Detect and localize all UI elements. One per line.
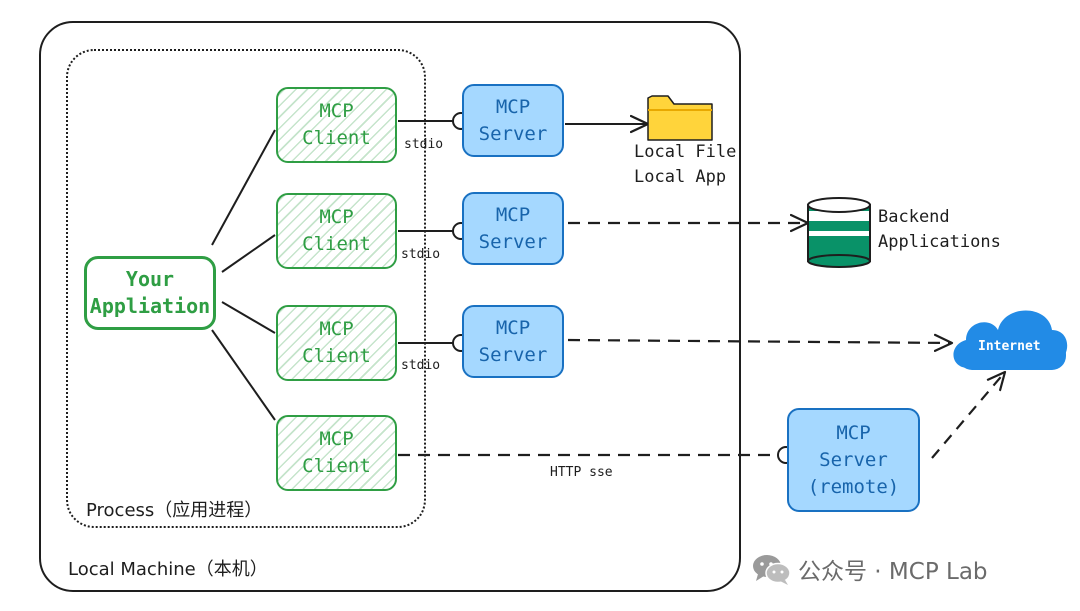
mcp-client-node-1: MCP Client (276, 87, 397, 163)
app-to-client-1-line (211, 129, 276, 246)
mcp-server-node-1: MCP Server (462, 84, 564, 157)
app-to-client-3-line (221, 301, 276, 334)
local-machine-frame (39, 21, 741, 592)
app-to-client-2-line (221, 234, 276, 273)
process-label: Process（应用进程） (86, 500, 263, 521)
http-sse-label: HTTP sse (550, 465, 613, 480)
database-icon (807, 197, 871, 268)
watermark-text: 公众号 · MCP Lab (798, 559, 988, 585)
mcp-server-remote-node: MCP Server (remote) (787, 408, 920, 512)
app-to-client-4-line (211, 329, 276, 421)
process-frame (66, 49, 426, 528)
internet-label: Internet (978, 339, 1041, 354)
mcp-server-node-2: MCP Server (462, 192, 564, 265)
local-machine-label: Local Machine（本机） (68, 559, 268, 580)
mcp-server-node-3: MCP Server (462, 305, 564, 378)
watermark: 公众号 · MCP Lab (752, 552, 988, 586)
backend-applications-label: Backend Applications (878, 207, 1001, 252)
mcp-client-node-2: MCP Client (276, 193, 397, 269)
mcp-client-node-3: MCP Client (276, 305, 397, 381)
cloud-icon (953, 310, 1068, 370)
wechat-icon (753, 555, 791, 585)
stdio-label-2: stdio (401, 247, 441, 262)
server-to-internet-arrow (567, 340, 952, 343)
folder-icon (647, 95, 713, 141)
local-file-app-label: Local File Local App (634, 142, 737, 187)
stdio-label-3: stdio (401, 358, 441, 373)
your-application-node: Your Appliation (84, 256, 216, 330)
stdio-label-1: stdio (404, 137, 444, 152)
mcp-client-node-4: MCP Client (276, 415, 397, 491)
